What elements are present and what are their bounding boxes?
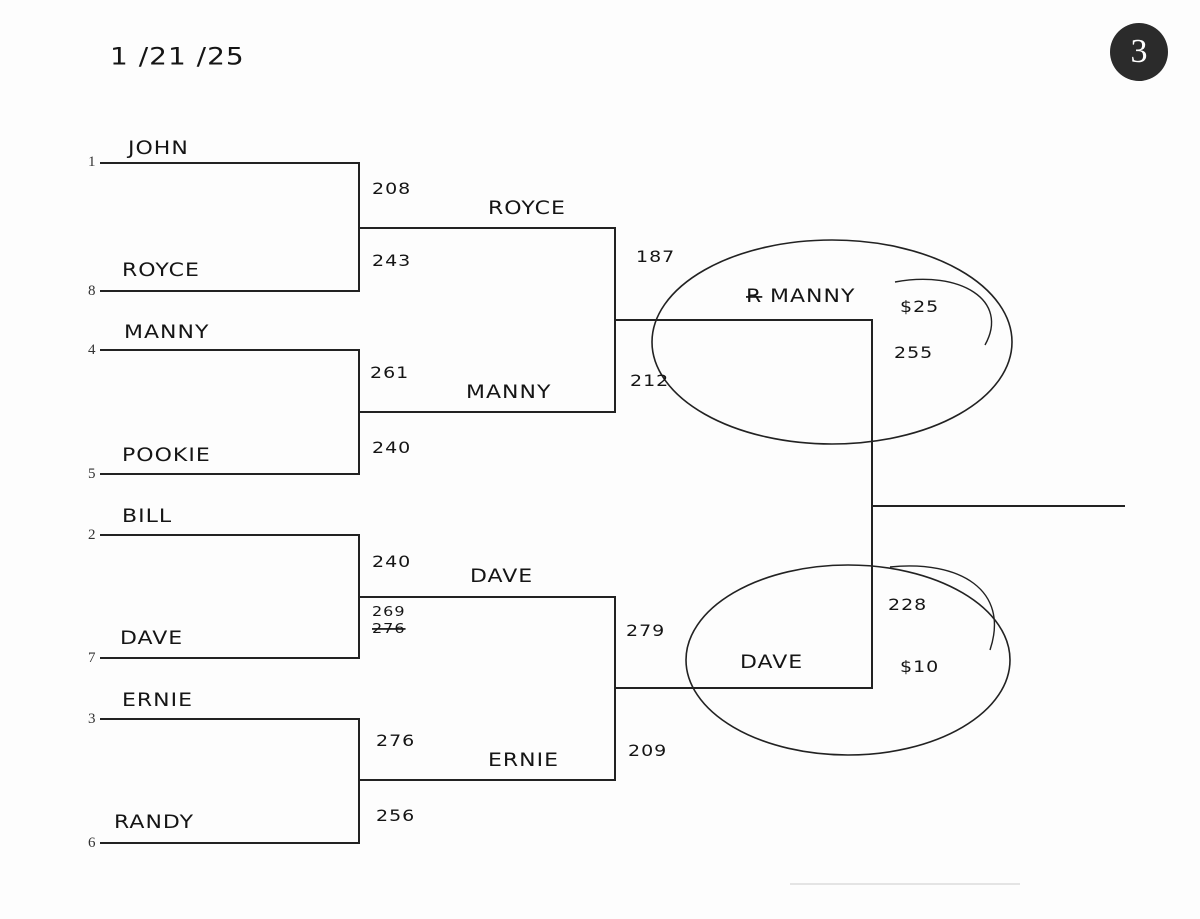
score: 276	[376, 731, 416, 751]
score: 209	[628, 741, 668, 761]
pen-stroke-top	[894, 278, 993, 346]
player-name: ROYCE	[122, 259, 200, 282]
circle-top	[651, 239, 1013, 445]
score: 261	[370, 363, 410, 383]
score: 240	[372, 552, 412, 572]
player-name: ERNIE	[488, 749, 560, 772]
score: 279	[626, 621, 666, 641]
player-name: DAVE	[470, 565, 534, 588]
seed: 1	[88, 154, 96, 170]
r3-match	[615, 319, 873, 689]
score: 255	[894, 343, 934, 363]
score: 187	[636, 247, 676, 267]
player-name: POOKIE	[122, 444, 211, 467]
seed: 2	[88, 527, 96, 543]
seed: 7	[88, 650, 96, 666]
player-name: DAVE	[740, 651, 804, 674]
page-number-badge: 3	[1110, 23, 1168, 81]
seed: 8	[88, 283, 96, 299]
crossed-out-score: 276	[372, 620, 406, 637]
crossed-out-name: R	[746, 285, 763, 308]
date: 1 /21 /25	[110, 42, 245, 71]
score: 212	[630, 371, 670, 391]
player-name: ROYCE	[488, 197, 566, 220]
player-name: DAVE	[120, 627, 184, 650]
score: 208	[372, 179, 412, 199]
seed: 3	[88, 711, 96, 727]
seed: 4	[88, 342, 96, 358]
score: 228	[888, 595, 928, 615]
player-name: ERNIE	[122, 689, 194, 712]
score: 269	[372, 603, 406, 620]
seed: 6	[88, 835, 96, 851]
circle-bottom	[685, 564, 1011, 756]
seed: 5	[88, 466, 96, 482]
score: 256	[376, 806, 416, 826]
player-name: MANNY	[124, 321, 210, 344]
player-name: BILL	[122, 505, 173, 528]
player-name: MANNY	[770, 285, 856, 308]
score: 240	[372, 438, 412, 458]
prize: $25	[900, 297, 940, 317]
prize: $10	[900, 657, 940, 677]
pen-stroke-bottom	[889, 565, 996, 651]
score: 243	[372, 251, 412, 271]
player-name: MANNY	[466, 381, 552, 404]
player-name: RANDY	[114, 811, 195, 834]
player-name: JOHN	[128, 137, 189, 160]
